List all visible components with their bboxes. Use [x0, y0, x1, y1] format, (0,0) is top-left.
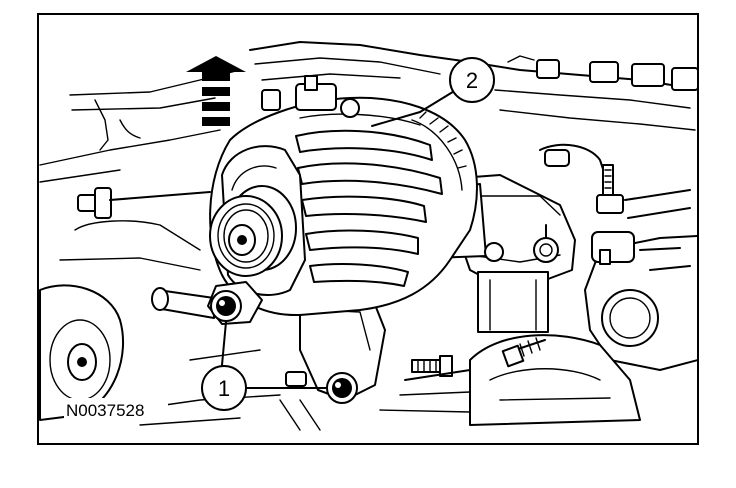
callout-2: 2	[371, 57, 495, 127]
figure-id-label: N0037528	[66, 401, 144, 420]
engine-illustration	[39, 41, 697, 431]
callout-2-number: 2	[466, 68, 478, 93]
callout-1: 1	[201, 321, 327, 411]
alternator-bolt-lower	[326, 372, 358, 404]
alternator-bolt-upper	[210, 290, 242, 322]
engine-block-background	[39, 41, 697, 431]
up-arrow-icon	[186, 56, 246, 126]
callout-1-number: 1	[218, 376, 230, 401]
alternator	[207, 75, 478, 401]
